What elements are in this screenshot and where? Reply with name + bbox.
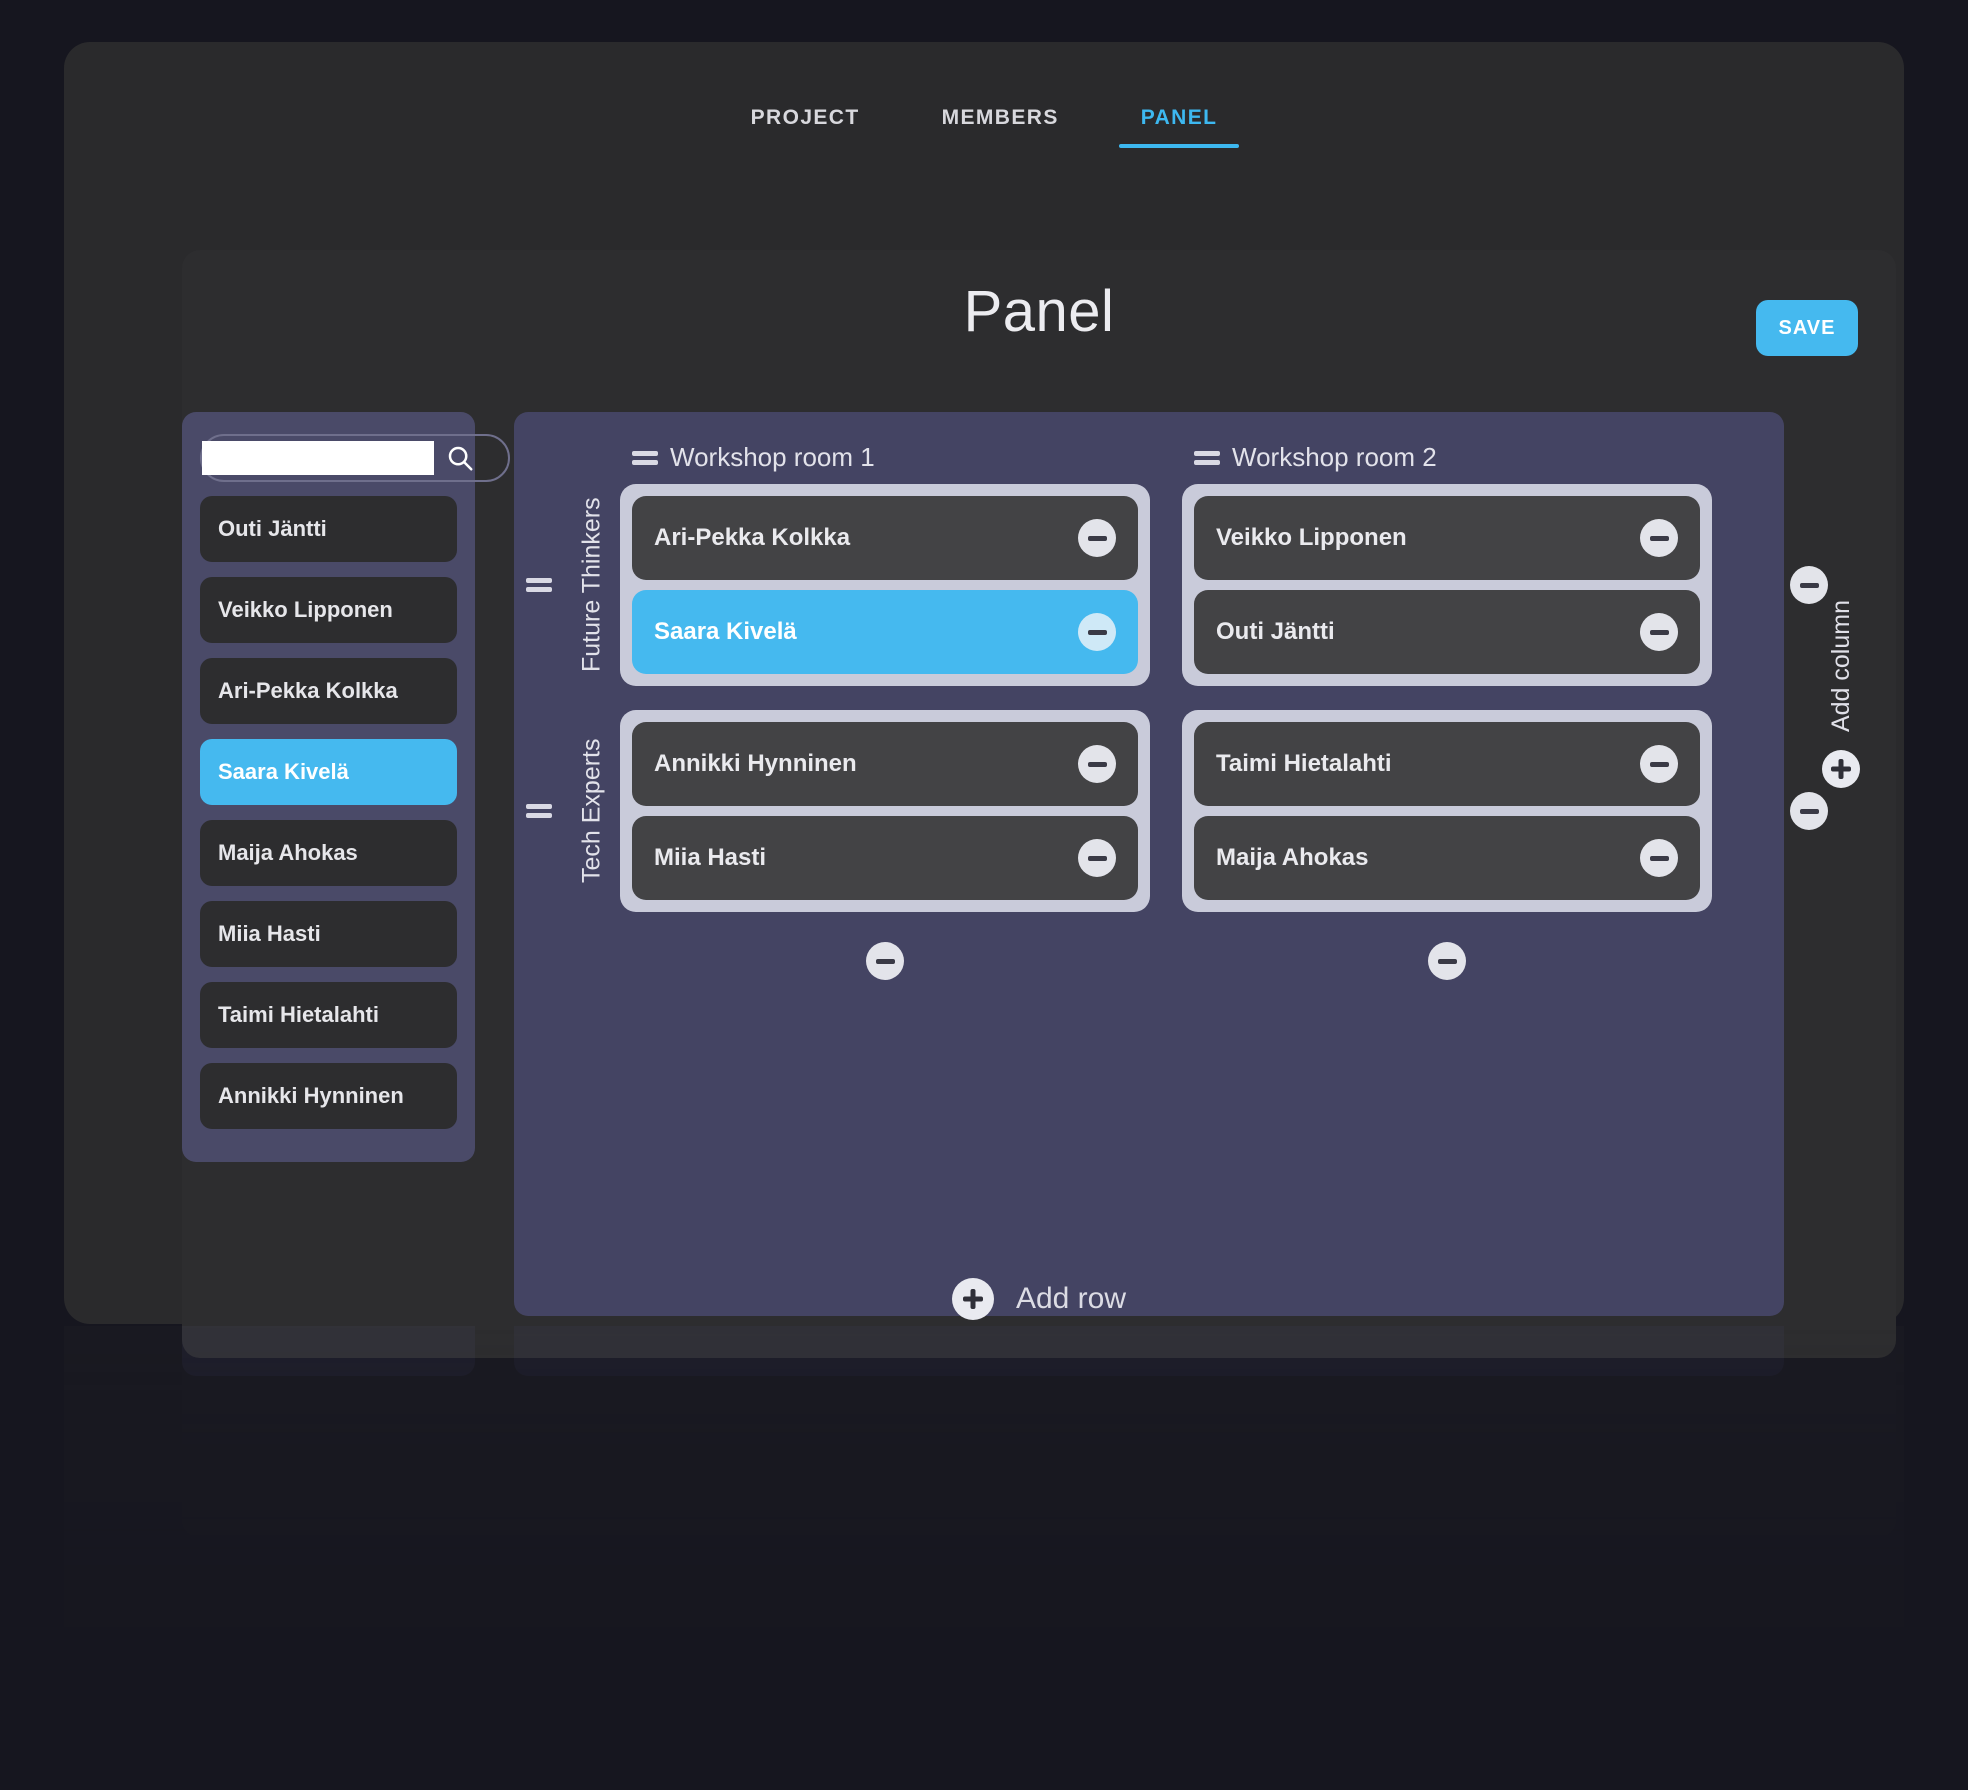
remove-member-button[interactable] <box>1640 613 1678 651</box>
remove-row-button[interactable] <box>1790 792 1828 830</box>
member-chip[interactable]: Veikko Lipponen <box>1194 496 1700 580</box>
remove-member-button[interactable] <box>1640 519 1678 557</box>
save-button[interactable]: SAVE <box>1756 300 1858 356</box>
page-title: Panel <box>963 279 1115 344</box>
board-row: Future Thinkers Ari-Pekka Kolkka Saara K… <box>514 484 1828 686</box>
member-chip-label: Outi Jäntti <box>1216 618 1335 645</box>
member-chip-label: Maija Ahokas <box>1216 844 1369 871</box>
remove-member-button[interactable] <box>1078 839 1116 877</box>
tab-panel[interactable]: PANEL <box>1119 96 1240 148</box>
board-cell[interactable]: Taimi Hietalahti Maija Ahokas <box>1182 710 1712 912</box>
row-label: Future Thinkers <box>577 497 606 673</box>
minus-circle-icon <box>1799 582 1819 588</box>
minus-circle-icon <box>1649 855 1669 861</box>
search-input[interactable] <box>202 441 434 475</box>
remove-member-button[interactable] <box>1078 745 1116 783</box>
board-row: Tech Experts Annikki Hynninen Miia Hasti <box>514 710 1828 912</box>
column-title: Workshop room 1 <box>670 442 875 472</box>
minus-circle-icon <box>1087 761 1107 767</box>
window-reflection: Annikki Hynninen Add row <box>64 1326 1904 1746</box>
pool-item[interactable]: Annikki Hynninen <box>200 1063 457 1129</box>
board-cell[interactable]: Annikki Hynninen Miia Hasti <box>620 710 1150 912</box>
pool-item[interactable]: Veikko Lipponen <box>200 577 457 643</box>
member-pool-sidebar: Outi Jäntti Veikko Lipponen Ari-Pekka Ko… <box>182 412 510 1162</box>
add-row-control[interactable]: Add row <box>182 1278 1896 1320</box>
pool-item[interactable]: Maija Ahokas <box>200 820 457 886</box>
drag-handle-icon[interactable] <box>1194 450 1220 465</box>
column-header-row: Workshop room 1 Workshop room 2 <box>632 442 1724 473</box>
remove-member-button[interactable] <box>1640 839 1678 877</box>
column-remove-slot <box>620 942 1150 980</box>
add-row-button[interactable] <box>951 1278 994 1320</box>
pool-item[interactable]: Outi Jäntti <box>200 496 457 562</box>
member-chip[interactable]: Taimi Hietalahti <box>1194 722 1700 806</box>
add-column-control[interactable]: Add column <box>1822 600 1860 789</box>
tab-project[interactable]: PROJECT <box>729 96 882 146</box>
board-grid: Future Thinkers Ari-Pekka Kolkka Saara K… <box>514 484 1828 936</box>
minus-circle-icon <box>1087 855 1107 861</box>
pool-item[interactable]: Ari-Pekka Kolkka <box>200 658 457 724</box>
member-chip[interactable]: Miia Hasti <box>632 816 1138 900</box>
member-chip[interactable]: Ari-Pekka Kolkka <box>632 496 1138 580</box>
minus-circle-icon <box>1087 629 1107 635</box>
remove-row-button[interactable] <box>1790 566 1828 604</box>
minus-circle-icon <box>875 958 895 964</box>
panel-board: Workshop room 1 Workshop room 2 Future T… <box>514 412 1828 1316</box>
remove-column-button[interactable] <box>866 942 904 980</box>
member-chip-label: Annikki Hynninen <box>654 750 857 777</box>
remove-member-button[interactable] <box>1078 519 1116 557</box>
minus-circle-icon <box>1649 629 1669 635</box>
add-row-label: Add row <box>1015 1282 1127 1315</box>
member-chip-label: Miia Hasti <box>654 844 767 871</box>
board-cell[interactable]: Veikko Lipponen Outi Jäntti <box>1182 484 1712 686</box>
add-column-button[interactable] <box>1822 750 1860 789</box>
remove-member-button[interactable] <box>1078 613 1116 651</box>
member-chip-label: Ari-Pekka Kolkka <box>654 524 851 551</box>
board-cell[interactable]: Ari-Pekka Kolkka Saara Kivelä <box>620 484 1150 686</box>
pool-item[interactable]: Miia Hasti <box>200 901 457 967</box>
column-title: Workshop room 2 <box>1232 442 1437 472</box>
member-chip[interactable]: Outi Jäntti <box>1194 590 1700 674</box>
app-window: PROJECT MEMBERS PANEL Panel SAVE Outi Jä… <box>64 42 1904 1358</box>
minus-circle-icon <box>1437 958 1457 964</box>
row-label: Tech Experts <box>577 738 606 884</box>
row-cells: Ari-Pekka Kolkka Saara Kivelä Veikko Lip… <box>620 484 1712 686</box>
pool-item-selected[interactable]: Saara Kivelä <box>200 739 457 805</box>
drag-handle-icon[interactable] <box>526 578 552 592</box>
member-chip-label: Taimi Hietalahti <box>1216 750 1392 777</box>
search-icon[interactable] <box>440 438 480 478</box>
drag-handle-icon[interactable] <box>632 450 658 465</box>
reflection-inner: Annikki Hynninen Add row <box>64 1326 1904 1746</box>
search-box <box>200 434 510 482</box>
drag-handle-icon[interactable] <box>526 804 552 818</box>
remove-member-button[interactable] <box>1640 745 1678 783</box>
minus-circle-icon <box>1649 761 1669 767</box>
remove-column-button[interactable] <box>1428 942 1466 980</box>
pool-item[interactable]: Taimi Hietalahti <box>200 982 457 1048</box>
row-drag-handle[interactable] <box>514 578 564 592</box>
panel-card: Panel SAVE Outi Jäntti Veikko Lipponen A… <box>182 250 1896 1358</box>
tab-members[interactable]: MEMBERS <box>920 96 1081 146</box>
column-remove-slot <box>1182 942 1712 980</box>
minus-circle-icon <box>1649 535 1669 541</box>
member-chip[interactable]: Annikki Hynninen <box>632 722 1138 806</box>
member-pool-list: Outi Jäntti Veikko Lipponen Ari-Pekka Ko… <box>200 496 457 1129</box>
column-header-2[interactable]: Workshop room 2 <box>1194 442 1724 473</box>
minus-circle-icon <box>1087 535 1107 541</box>
minus-circle-icon <box>1799 808 1819 814</box>
member-chip-label: Veikko Lipponen <box>1216 524 1407 551</box>
column-remove-row <box>620 942 1712 980</box>
row-drag-handle[interactable] <box>514 804 564 818</box>
add-column-label: Add column <box>1826 600 1855 733</box>
row-cells: Annikki Hynninen Miia Hasti Taimi Hietal… <box>620 710 1712 912</box>
member-chip-selected[interactable]: Saara Kivelä <box>632 590 1138 674</box>
tab-bar: PROJECT MEMBERS PANEL <box>64 96 1904 148</box>
member-chip[interactable]: Maija Ahokas <box>1194 816 1700 900</box>
member-chip-label: Saara Kivelä <box>654 618 797 645</box>
column-header-1[interactable]: Workshop room 1 <box>632 442 1162 473</box>
